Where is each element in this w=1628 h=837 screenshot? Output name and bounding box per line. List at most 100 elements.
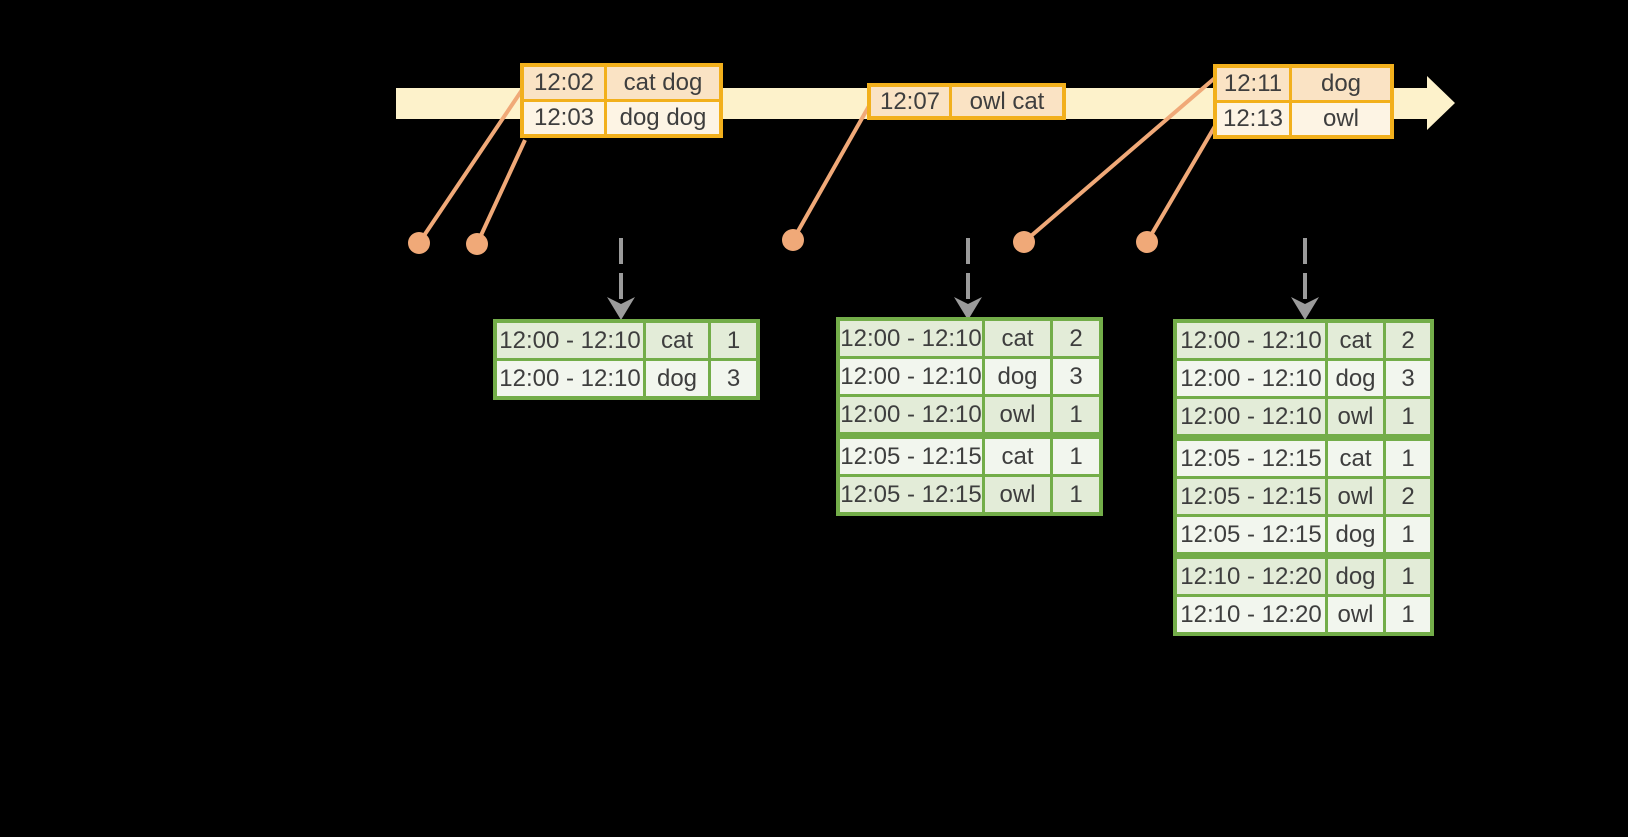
cell: 3 — [1383, 358, 1434, 399]
cell: 12:00 - 12:10 — [1173, 358, 1328, 399]
cell: dog — [1325, 552, 1386, 597]
cell: 12:00 - 12:10 — [836, 394, 985, 437]
cell: cat dog — [604, 63, 723, 102]
down-arrowhead-icon — [954, 297, 982, 320]
cell: 12:02 — [520, 63, 607, 102]
cell: owl — [1325, 396, 1386, 439]
cell: 2 — [1050, 317, 1103, 359]
cell: 12:10 - 12:20 — [1173, 552, 1328, 597]
cell: owl — [1289, 100, 1394, 139]
cell: 12:00 - 12:10 — [836, 317, 985, 359]
cell: 1 — [708, 319, 760, 361]
connector-line — [417, 88, 524, 245]
cell: 1 — [1383, 396, 1434, 439]
cell: 1 — [1050, 474, 1103, 516]
event-dot-icon — [1013, 231, 1035, 253]
cell: 3 — [1050, 356, 1103, 397]
cell: owl cat — [949, 83, 1066, 120]
cell: dog — [1289, 64, 1394, 103]
cell: 12:05 - 12:15 — [836, 474, 985, 516]
event-dot-icon — [466, 233, 488, 255]
cell: 12:11 — [1213, 64, 1292, 103]
trigger-arrowheads — [607, 297, 1319, 320]
event-dot-icon — [782, 229, 804, 251]
cell: 12:05 - 12:15 — [1173, 434, 1328, 479]
connector-lines — [417, 75, 1220, 245]
cell: 1 — [1050, 394, 1103, 437]
cell: 12:10 - 12:20 — [1173, 594, 1328, 636]
trigger-arrows — [619, 238, 1307, 300]
cell: 12:00 - 12:10 — [1173, 319, 1328, 361]
cell: owl — [1325, 594, 1386, 636]
cell: dog — [982, 356, 1053, 397]
cell: 3 — [708, 358, 760, 400]
timeline-arrowhead-icon — [1427, 76, 1455, 130]
cell: 12:05 - 12:15 — [1173, 476, 1328, 517]
cell: 12:00 - 12:10 — [493, 319, 646, 361]
cell: 12:03 — [520, 99, 607, 138]
cell: 1 — [1383, 514, 1434, 557]
cell: cat — [1325, 319, 1386, 361]
cell: 1 — [1383, 552, 1434, 597]
connector-line — [1022, 75, 1218, 244]
cell: 1 — [1383, 434, 1434, 479]
connector-line — [475, 139, 527, 245]
cell: 12:00 - 12:10 — [836, 356, 985, 397]
event-dot-icon — [408, 232, 430, 254]
cell: dog — [1325, 358, 1386, 399]
event-dots — [408, 229, 1158, 255]
cell: dog — [643, 358, 711, 400]
cell: 12:00 - 12:10 — [493, 358, 646, 400]
cell: dog — [1325, 514, 1386, 557]
cell: cat — [1325, 434, 1386, 479]
down-arrowhead-icon — [1291, 297, 1319, 320]
event-dot-icon — [1136, 231, 1158, 253]
cell: 12:00 - 12:10 — [1173, 396, 1328, 439]
connector-line — [1145, 119, 1220, 244]
cell: 12:05 - 12:15 — [836, 432, 985, 477]
cell: 2 — [1383, 476, 1434, 517]
cell: cat — [982, 432, 1053, 477]
cell: 1 — [1050, 432, 1103, 477]
cell: owl — [982, 474, 1053, 516]
cell: cat — [982, 317, 1053, 359]
cell: 1 — [1383, 594, 1434, 636]
cell: cat — [643, 319, 711, 361]
cell: 12:13 — [1213, 100, 1292, 139]
down-arrowhead-icon — [607, 297, 635, 320]
cell: owl — [1325, 476, 1386, 517]
cell: 12:05 - 12:15 — [1173, 514, 1328, 557]
cell: owl — [982, 394, 1053, 437]
cell: 2 — [1383, 319, 1434, 361]
connector-line — [791, 105, 871, 241]
cell: dog dog — [604, 99, 723, 138]
cell: 12:07 — [867, 83, 952, 120]
